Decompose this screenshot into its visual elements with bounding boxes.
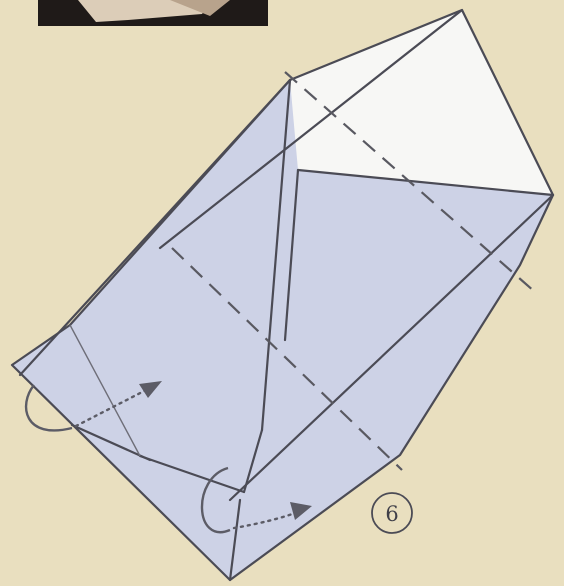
step-number: 6 — [385, 502, 398, 526]
white-flap — [290, 10, 553, 195]
previous-step-photo — [38, 0, 268, 26]
paper-model — [12, 10, 553, 580]
step-label: 6 — [372, 493, 412, 533]
